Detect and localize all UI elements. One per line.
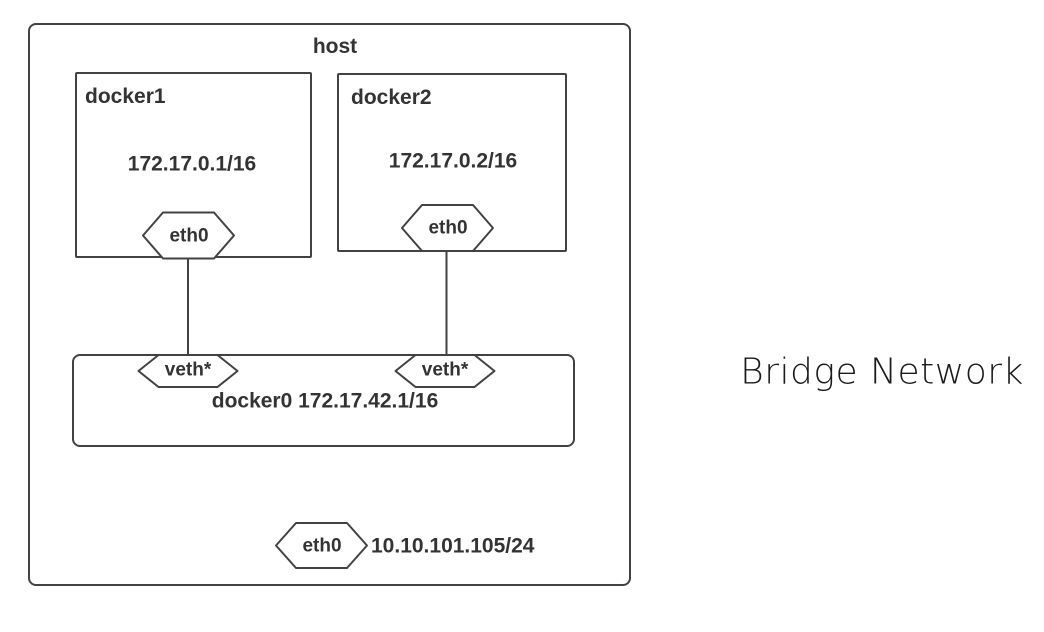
docker1-name-label: docker1: [85, 85, 166, 108]
host-ip-label: 10.10.101.105/24: [371, 534, 535, 558]
docker1-eth0-label: eth0: [169, 225, 209, 247]
bridge-name-ip-label: docker0 172.17.42.1/16: [211, 389, 439, 413]
host-eth0-label: eth0: [302, 535, 342, 557]
docker0-bridge-box: [72, 354, 575, 447]
docker2-eth0-label: eth0: [428, 217, 468, 239]
docker2-name-label: docker2: [351, 86, 432, 109]
docker2-ip-label: 172.17.0.2/16: [388, 149, 518, 173]
host-label: host: [312, 35, 358, 58]
diagram-caption: Bridge Network: [740, 351, 1024, 393]
host-box: [28, 23, 631, 586]
docker1-ip-label: 172.17.0.1/16: [127, 152, 257, 176]
bridge-veth2-label: veth*: [421, 359, 469, 381]
bridge-veth1-label: veth*: [164, 359, 212, 381]
